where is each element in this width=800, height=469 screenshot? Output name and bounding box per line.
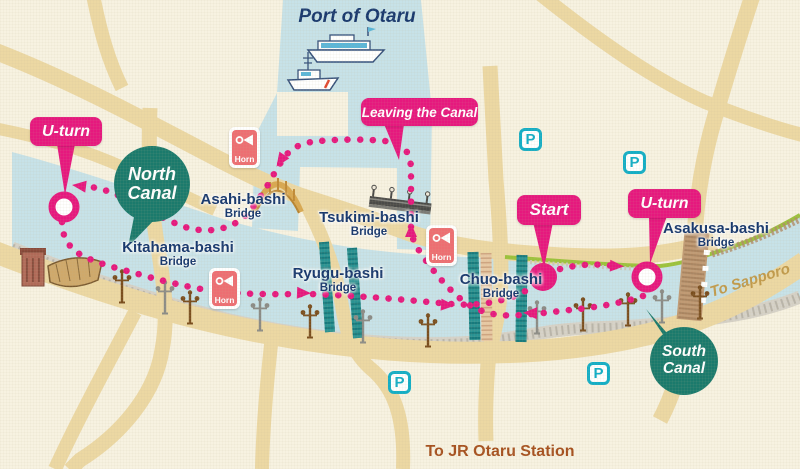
road-north-bank	[0, 44, 718, 266]
canal-boat	[47, 257, 103, 288]
bridge-label-ryugu: Ryugu-bashi Bridge	[292, 265, 384, 294]
road-top-right-diagonal	[536, 0, 800, 142]
uturn-right-callout: U-turn	[628, 189, 701, 218]
horn-glyph	[215, 275, 233, 287]
warehouse	[20, 248, 46, 287]
road-chuo	[481, 65, 509, 354]
cruise-ship	[306, 27, 386, 63]
uturn-right-marker	[631, 261, 663, 293]
horn-glyph	[432, 232, 450, 244]
route-return-east	[58, 218, 544, 308]
uturn-left-marker	[48, 191, 80, 223]
north-canal-line2: Canal	[127, 183, 177, 203]
parking-icon-4: P	[587, 362, 610, 385]
ryugu-bridge-texture	[319, 241, 363, 339]
parking-icon-3: P	[388, 371, 411, 394]
direction-to-jr-otaru-station: To JR Otaru Station	[425, 443, 575, 460]
grass-strip	[504, 213, 800, 269]
tsukimi-truss-bridge	[368, 184, 432, 215]
horn-icon-tsukimi: Horn	[426, 225, 457, 266]
parking-icon-2: P	[623, 151, 646, 174]
leaving-canal-callout: Leaving the Canal	[361, 98, 478, 126]
chuo-bridge-texture	[467, 251, 528, 343]
cruise-route	[58, 136, 647, 319]
bridge-label-asakusa: Asakusa-bashi Bridge	[663, 220, 769, 249]
horn-icon-kitahama: Horn	[209, 268, 240, 309]
route-main-loop	[82, 136, 647, 319]
bridge-label-tsukimi: Tsukimi-bashi Bridge	[319, 209, 419, 238]
bridge-railing-marks	[699, 249, 710, 313]
north-canal-badge: North Canal	[114, 146, 190, 222]
start-point-marker	[529, 263, 557, 291]
uturn-left-callout: U-turn	[30, 117, 102, 146]
south-canal-badge: South Canal	[650, 327, 718, 395]
bridge-label-chuo: Chuo-bashi Bridge	[459, 271, 543, 300]
south-canal-line1: South	[662, 343, 706, 361]
ne-bank-hatch	[711, 215, 800, 258]
south-canal-line2: Canal	[662, 360, 706, 377]
road-bottom-center	[255, 335, 279, 469]
road-top-branch	[86, 0, 129, 92]
horn-glyph	[235, 134, 253, 146]
bridge-label-asahi: Asahi-bashi Bridge	[200, 191, 286, 220]
road-station-stub	[478, 351, 497, 442]
port-title: Port of Otaru	[298, 6, 416, 27]
patrol-boat	[286, 52, 340, 91]
bridge-label-kitahama: Kitahama-bashi Bridge	[122, 239, 234, 268]
road-bottom-left	[48, 308, 142, 469]
asakusa-bridge-texture	[676, 230, 710, 322]
upper-cobble-strip	[529, 260, 659, 271]
horn-icon-asahi: Horn	[229, 127, 260, 168]
north-canal-line1: North	[128, 163, 176, 184]
start-callout: Start	[517, 195, 581, 225]
parking-icon-1: P	[519, 128, 542, 151]
